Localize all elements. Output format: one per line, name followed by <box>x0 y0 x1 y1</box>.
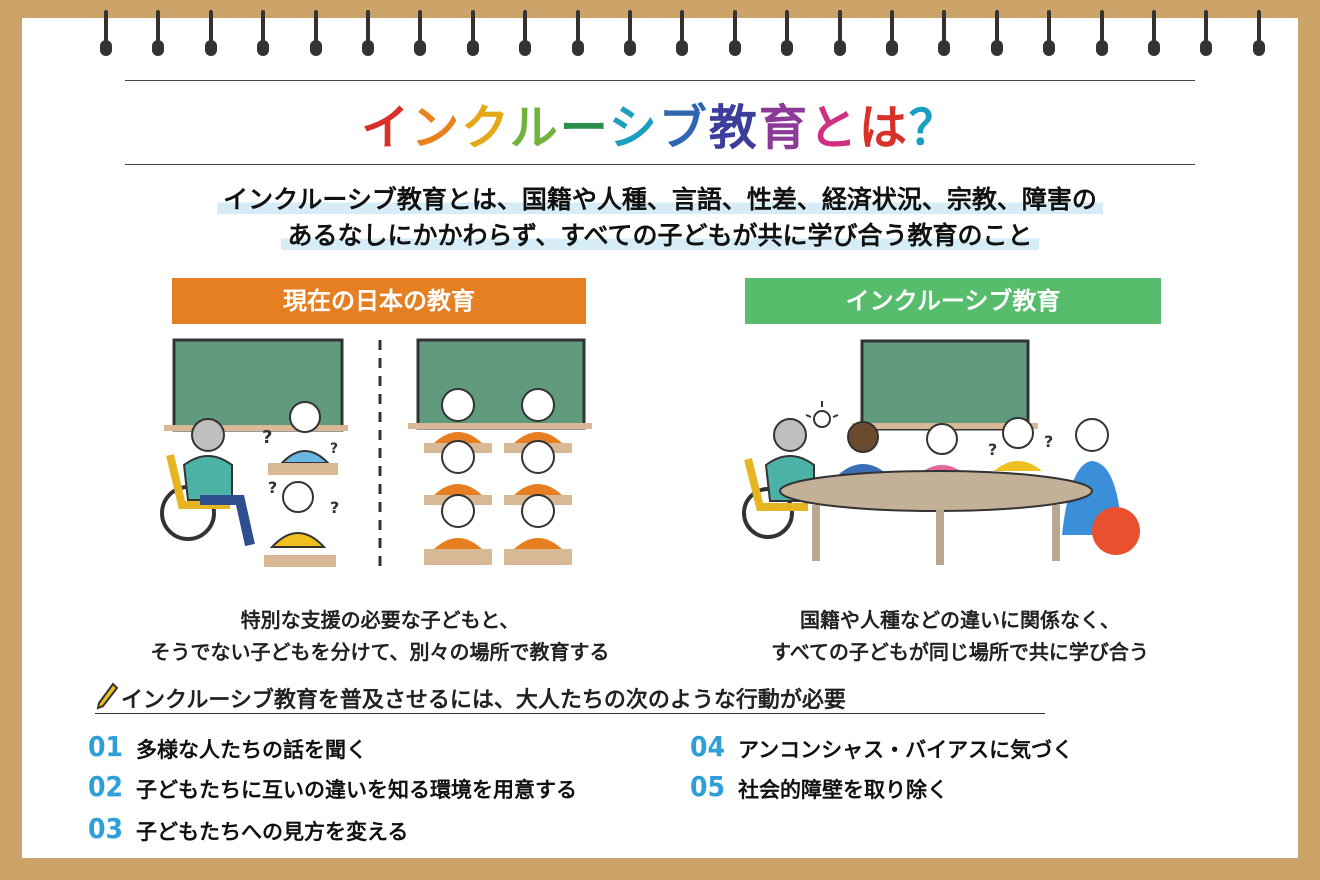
svg-text:?: ? <box>262 427 272 448</box>
definition-line-2: あるなしにかかわらず、すべての子どもが共に学び合う教育のこと <box>0 216 1320 252</box>
current-japan-education-header: 現在の日本の教育 <box>172 278 586 324</box>
chalk-ledge-left <box>164 425 348 431</box>
action-item-01: 01 多様な人たちの話を聞く <box>88 730 367 763</box>
binding-ring <box>414 10 427 60</box>
title-char: と <box>808 100 859 156</box>
pencil-icon <box>96 682 119 710</box>
page-title: インクルーシブ教育とは？ <box>0 88 1320 158</box>
action-item-05: 05 社会的障壁を取り除く <box>690 770 948 803</box>
binding-ring <box>257 10 270 60</box>
left-caption: 特別な支援の必要な子どもと、 そうでない子どもを分けて、別々の場所で教育する <box>150 608 610 664</box>
action-item-02: 02 子どもたちに互いの違いを知る環境を用意する <box>88 770 577 803</box>
svg-text:?: ? <box>1044 432 1053 451</box>
svg-text:?: ? <box>330 441 338 457</box>
binding-ring <box>466 10 479 60</box>
title-char: ク <box>461 100 510 156</box>
binding-ring <box>1043 10 1056 60</box>
binding-ring <box>1095 10 1108 60</box>
title-char: は <box>858 100 909 156</box>
binding-ring <box>833 10 846 60</box>
title-char: イ <box>361 100 412 156</box>
balance-ball <box>1092 507 1140 555</box>
title-char: 教 <box>708 100 759 156</box>
regular-students-grid <box>424 388 572 565</box>
binding-ring <box>1148 10 1160 60</box>
binding-ring <box>624 10 636 60</box>
svg-text:?: ? <box>330 498 339 517</box>
title-char: ？ <box>908 100 959 156</box>
binding-ring <box>781 10 794 60</box>
action-subheading: インクルーシブ教育を普及させるには、大人たちの次のような行動が必要 <box>95 680 1045 714</box>
binding-ring <box>1252 10 1265 60</box>
binding-ring <box>886 10 898 60</box>
binding-ring <box>728 10 741 60</box>
inclusive-classroom-illustration: ? ? <box>742 339 1140 565</box>
right-caption: 国籍や人種などの違いに関係なく、 すべての子どもが同じ場所で共に学び合う <box>771 608 1149 664</box>
svg-text:?: ? <box>988 440 997 459</box>
action-item-04: 04 アンコンシャス・バイアスに気づく <box>690 730 1074 763</box>
confused-student-blue: ? ? <box>262 401 338 475</box>
binding-ring <box>309 10 322 60</box>
confused-student-yellow: ? ? <box>264 478 339 567</box>
svg-text:?: ? <box>268 478 277 497</box>
blackboard-right <box>416 338 586 430</box>
title-char: ブ <box>658 100 709 156</box>
blackboard-shared <box>860 339 1030 431</box>
binding-ring <box>1200 10 1213 60</box>
binding-ring <box>938 10 951 60</box>
segregated-classroom-illustration: ? ? ? ? <box>160 338 592 570</box>
title-char: ン <box>411 100 462 156</box>
binding-ring <box>204 10 217 60</box>
title-top-rule <box>125 80 1195 81</box>
binding-ring <box>152 10 165 60</box>
binding-ring <box>362 10 374 60</box>
wheelchair-student-shared <box>742 418 815 539</box>
title-char: シ <box>608 100 659 156</box>
lightbulb-icon <box>805 401 839 428</box>
inclusive-education-header: インクルーシブ教育 <box>745 278 1161 324</box>
title-char: 育 <box>758 100 809 156</box>
chalk-ledge-right <box>408 423 592 429</box>
round-table <box>779 470 1093 565</box>
title-char: ル <box>509 100 560 156</box>
binding-ring <box>990 10 1003 60</box>
binding-ring <box>571 10 584 60</box>
wheelchair-student <box>160 418 255 547</box>
title-char: ー <box>559 100 609 156</box>
definition-line-1: インクルーシブ教育とは、国籍や人種、言語、性差、経済状況、宗教、障害の <box>0 180 1320 216</box>
binding-ring <box>100 10 112 60</box>
title-bottom-rule <box>125 164 1195 165</box>
binding-ring <box>676 10 689 60</box>
action-item-03: 03 子どもたちへの見方を変える <box>88 812 409 845</box>
binding-ring <box>519 10 532 60</box>
